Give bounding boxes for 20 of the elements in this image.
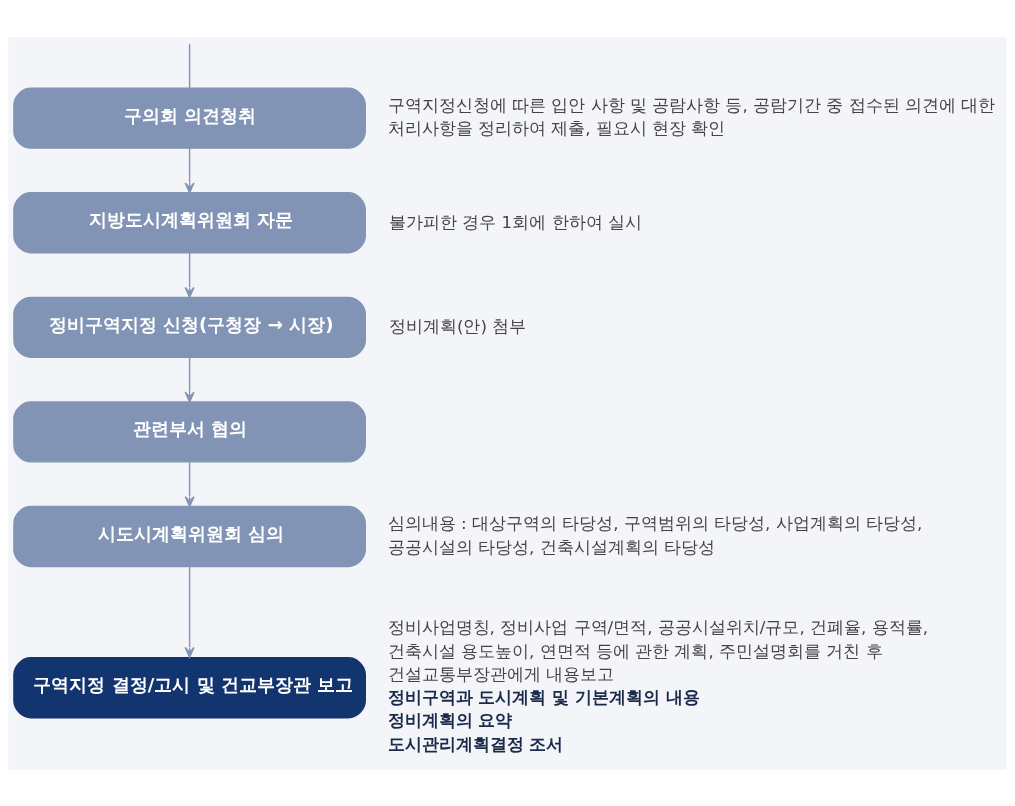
- node-box: 지방도시계획위원회 자문: [13, 191, 366, 253]
- node-box: 구의회 의견청취: [13, 87, 366, 149]
- node-label: 정비사업명칭, 정비사업 구역/면적, 공공시설위치/규모, 건폐율, 용적률, 건축시설 용도높이, 연면적 등에 관한 계획, 주민설명회를 거친 후 건설교통부장관에게 내용보고: [387, 616, 929, 684]
- node-label: 정비구역과 도시계획 및 기본계획의 내용: [387, 686, 700, 707]
- node-box: 구역지정 결정/고시 및 건교부장관 보고: [13, 656, 366, 718]
- arrow: [184, 565, 195, 658]
- node-box: 정비구역지정 신청(구청장 → 시장): [13, 296, 366, 358]
- arrow: [184, 251, 195, 298]
- node-label: 심의내용 : 대상구역의 타당성, 구역범위의 타당성, 사업계획의 타당성, 공공시설의 타당성, 건축시설계획의 타당성: [387, 512, 923, 557]
- node-label: 정비계획의 요약: [387, 709, 513, 730]
- node-label: 구역지정신청에 따른 입안 사항 및 공람사항 등, 공람기간 중 접수된 의견에 대한 처리사항을 정리하여 제출, 필요시 현장 확인: [387, 94, 996, 138]
- node-label: 정비계획(안) 첨부: [388, 315, 527, 336]
- node-box: 시도시계획위원회 심의: [13, 505, 366, 567]
- arrow: [184, 460, 195, 507]
- node-label: 도시관리계획결정 조서: [387, 733, 564, 754]
- node-label: 불가피한 경우 1회에 한하여 실시: [388, 211, 642, 232]
- arrow: [184, 147, 195, 193]
- node-box: 관련부서 협의: [13, 400, 366, 463]
- connector: [188, 42, 191, 89]
- arrow: [184, 356, 195, 403]
